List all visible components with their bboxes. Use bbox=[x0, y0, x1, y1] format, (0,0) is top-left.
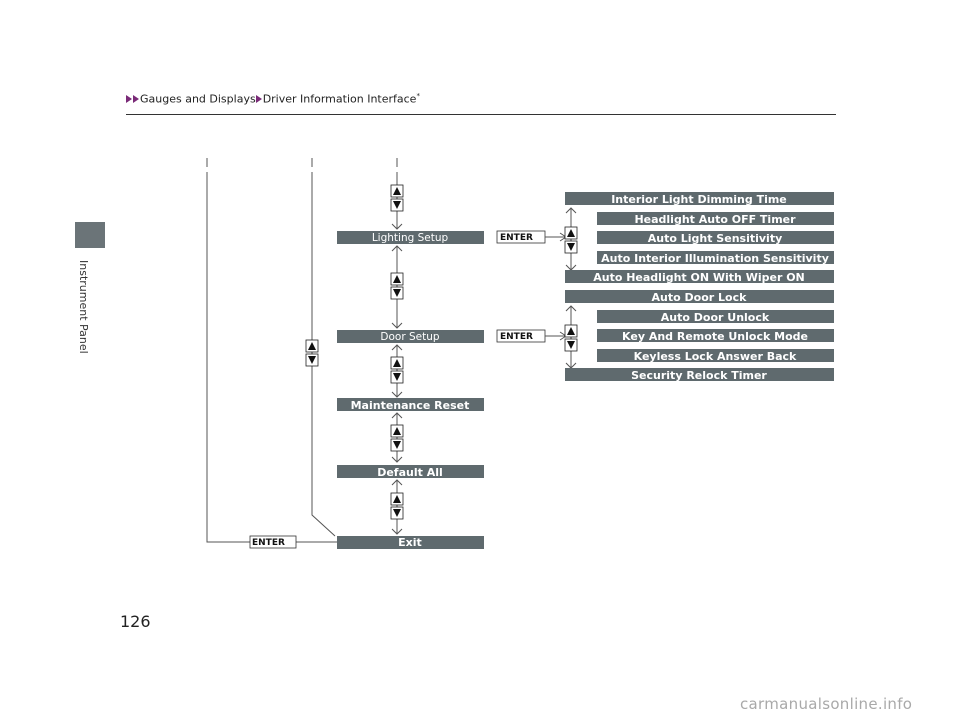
door-item-bar bbox=[597, 349, 834, 362]
scroll-arrows-icon bbox=[390, 272, 404, 300]
breadcrumb-item-gauges[interactable]: Gauges and Displays bbox=[140, 92, 256, 106]
lighting-item[interactable]: Interior Light Dimming Time bbox=[611, 193, 787, 206]
door-item[interactable]: Keyless Lock Answer Back bbox=[634, 350, 797, 363]
door-setup-bar bbox=[337, 330, 484, 343]
scroll-arrows-icon bbox=[564, 324, 578, 352]
lighting-item-bar bbox=[565, 192, 834, 205]
scroll-arrows-icon bbox=[390, 424, 404, 452]
enter-button-icon bbox=[249, 535, 297, 549]
exit-bar bbox=[337, 536, 484, 549]
lighting-item[interactable]: Auto Interior Illumination Sensitivity bbox=[601, 252, 829, 265]
door-setup-label[interactable]: Door Setup bbox=[380, 331, 439, 343]
breadcrumb-item-dii[interactable]: Driver Information Interface bbox=[262, 92, 417, 106]
arrow-icon bbox=[255, 94, 262, 103]
maintenance-reset-label[interactable]: Maintenance Reset bbox=[351, 399, 470, 412]
scroll-arrows-icon bbox=[390, 356, 404, 384]
enter-label: ENTER bbox=[500, 332, 533, 342]
lighting-item[interactable]: Auto Headlight ON With Wiper ON bbox=[593, 271, 805, 284]
enter-label: ENTER bbox=[500, 233, 533, 243]
door-item-bar bbox=[565, 368, 834, 381]
door-item[interactable]: Auto Door Unlock bbox=[661, 311, 770, 324]
main-column-connectors bbox=[391, 172, 403, 535]
door-item[interactable]: Security Relock Timer bbox=[631, 369, 767, 382]
door-item[interactable]: Key And Remote Unlock Mode bbox=[622, 330, 808, 343]
scroll-arrows-icon bbox=[390, 184, 404, 212]
asterisk-mark: * bbox=[416, 92, 420, 100]
exit-label[interactable]: Exit bbox=[398, 536, 422, 549]
door-item-bar bbox=[565, 290, 834, 303]
scroll-arrows-icon bbox=[564, 226, 578, 254]
breadcrumb: Gauges and Displays Driver Information In… bbox=[126, 92, 420, 106]
default-all-bar bbox=[337, 465, 484, 478]
scroll-arrows-icon bbox=[305, 339, 319, 367]
section-tab-marker bbox=[75, 222, 105, 248]
lighting-item-bar bbox=[597, 251, 834, 264]
header-rule bbox=[126, 114, 836, 115]
page-number: 126 bbox=[120, 612, 151, 631]
lighting-item[interactable]: Auto Light Sensitivity bbox=[648, 232, 783, 245]
lighting-setup-label[interactable]: Lighting Setup bbox=[372, 232, 449, 244]
maintenance-reset-bar bbox=[337, 398, 484, 411]
lighting-item-bar bbox=[597, 212, 834, 225]
scroll-arrows-icon bbox=[390, 492, 404, 520]
arrow-icon bbox=[126, 94, 132, 103]
enter-label: ENTER bbox=[252, 538, 285, 548]
watermark: carmanualsonline.info bbox=[740, 695, 913, 713]
arrow-icon bbox=[133, 94, 139, 103]
lighting-item-bar bbox=[565, 270, 834, 283]
lighting-item-bar bbox=[597, 231, 834, 244]
door-item[interactable]: Auto Door Lock bbox=[652, 291, 748, 304]
lighting-item[interactable]: Headlight Auto OFF Timer bbox=[634, 213, 796, 226]
lighting-setup-bar bbox=[337, 231, 484, 244]
default-all-label[interactable]: Default All bbox=[377, 466, 443, 479]
door-item-bar bbox=[597, 329, 834, 342]
door-item-bar bbox=[597, 310, 834, 323]
